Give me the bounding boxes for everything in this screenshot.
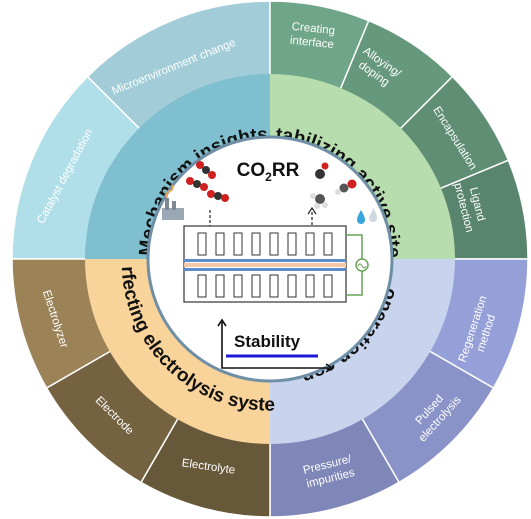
flow-channels-bottom	[197, 274, 333, 298]
stability-chart: Stability	[217, 318, 334, 373]
stability-label: Stability	[234, 332, 301, 351]
membrane	[184, 259, 346, 262]
flow-channels-top	[197, 232, 333, 256]
factory-icon	[162, 184, 184, 220]
stability-axes	[221, 322, 330, 369]
inner-seg-stabilizing-active-sites	[270, 74, 455, 259]
product-molecule-icon	[310, 162, 357, 209]
inner-seg-perfecting-electrolysis-system	[85, 259, 270, 444]
inner-seg-tuning-operation-conditions	[270, 259, 455, 444]
center-title: CO2RR	[237, 160, 300, 184]
inner-ring	[85, 74, 455, 444]
outer-ring	[11, 0, 529, 518]
co2-molecule-icon	[186, 161, 229, 202]
outer-label-creating-interface: Creatinginterface	[289, 21, 336, 51]
inner-seg-mechanism-insights	[85, 74, 270, 259]
membrane-lower	[184, 268, 346, 271]
water-drop-icon	[357, 210, 365, 224]
membrane-core	[184, 263, 346, 267]
flame-icon	[369, 208, 377, 223]
electrolyzer-cell	[183, 225, 369, 303]
